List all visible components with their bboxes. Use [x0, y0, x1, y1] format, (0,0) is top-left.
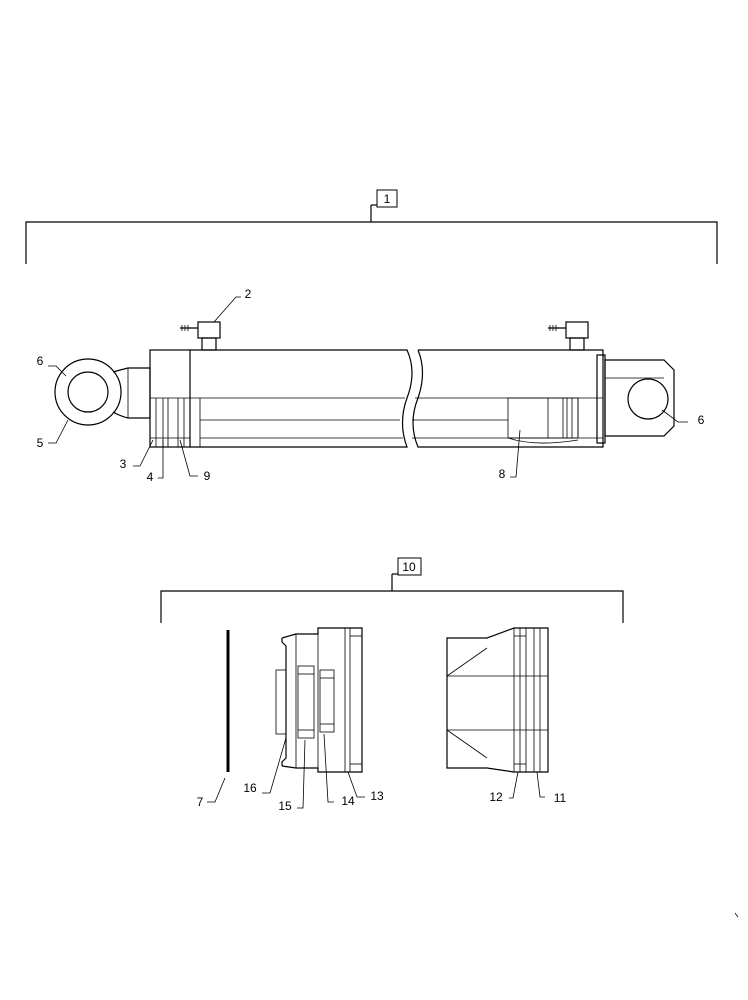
- callout-7: 7: [197, 795, 204, 809]
- base-end-clevis: [596, 354, 675, 444]
- callout-14: 14: [341, 794, 355, 808]
- port-fitting-right: [548, 321, 589, 351]
- hydraulic-cylinder: [54, 321, 675, 448]
- callout-6-left: 6: [37, 354, 44, 368]
- callout-6-right: 6: [698, 413, 705, 427]
- callout-3: 3: [120, 457, 127, 471]
- callout-15: 15: [278, 799, 292, 813]
- gland-component: [275, 627, 363, 773]
- gland-leaders: 16 15 14 13: [243, 733, 384, 813]
- rod-eye: [54, 358, 151, 426]
- callout-8: 8: [499, 467, 506, 481]
- callout-4: 4: [147, 470, 154, 484]
- callout-16: 16: [243, 781, 257, 795]
- callout-2: 2: [245, 287, 252, 301]
- callout-5: 5: [37, 436, 44, 450]
- callout-9: 9: [204, 469, 211, 483]
- callout-1: 1: [384, 192, 391, 206]
- port-fitting-left: [180, 321, 221, 351]
- barrel-left: [190, 349, 413, 448]
- gland-head: [149, 349, 191, 448]
- top-leaders: 2 6 5 3 4 9 8 6: [37, 287, 705, 484]
- callout-11: 11: [554, 791, 567, 805]
- barrel-right: [412, 349, 604, 448]
- assembly-10-bracket: 10: [160, 557, 624, 623]
- piston-component: [446, 627, 549, 773]
- stray-mark: [734, 912, 739, 918]
- assembly-1-bracket: 1: [25, 189, 718, 264]
- callout-12: 12: [489, 790, 503, 804]
- o-ring-part: 7: [197, 630, 230, 809]
- callout-10: 10: [402, 560, 416, 574]
- callout-13: 13: [370, 789, 384, 803]
- piston-leaders: 12 11: [489, 771, 567, 805]
